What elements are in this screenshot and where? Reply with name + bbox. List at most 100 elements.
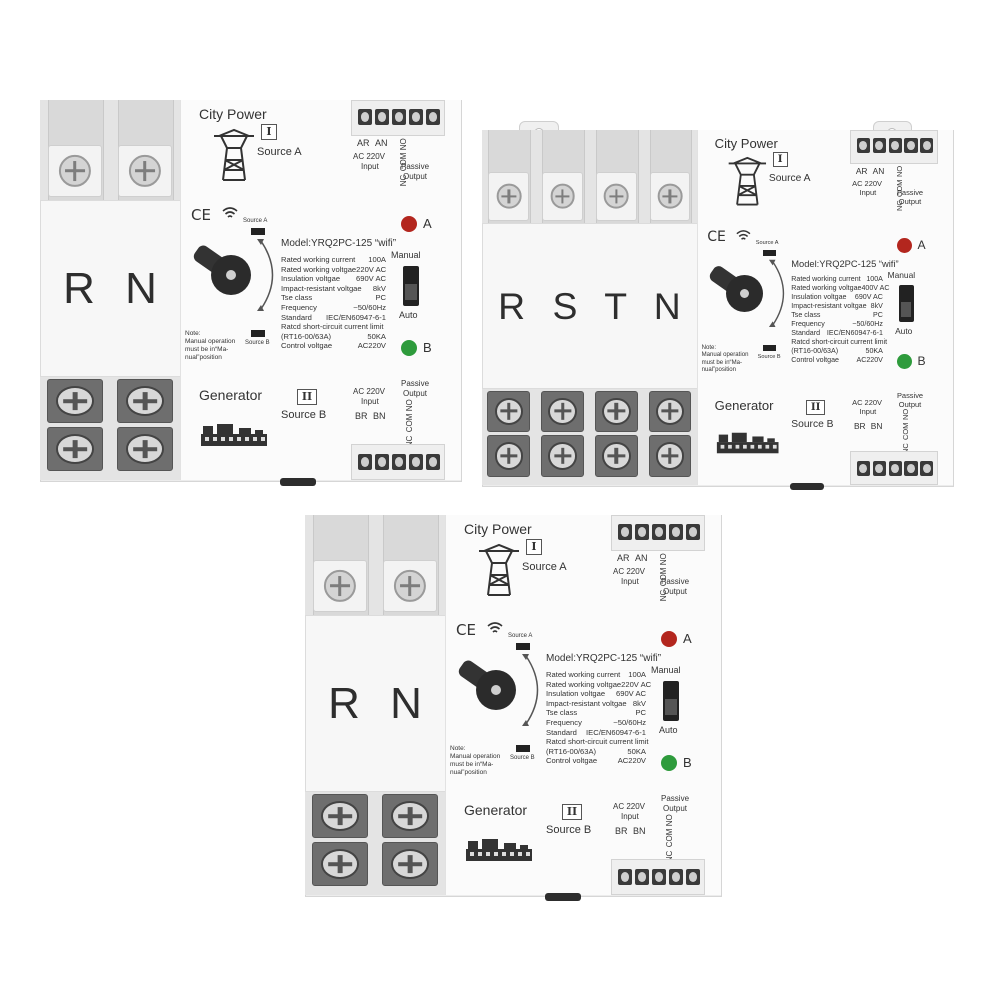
aux-terminal-screw[interactable] — [920, 460, 934, 476]
bottom-phase-screw[interactable] — [601, 397, 631, 425]
bottom-phase-screw[interactable] — [321, 849, 359, 879]
aux-terminal-screw[interactable] — [358, 454, 372, 470]
aux-terminal-screw[interactable] — [358, 109, 372, 125]
aux-terminal-screw[interactable] — [669, 524, 683, 540]
aux-terminal-screw[interactable] — [635, 524, 649, 540]
top-phase-screw[interactable] — [550, 183, 575, 209]
aux-terminal-screw[interactable] — [856, 460, 870, 476]
aux-screw-head — [377, 112, 387, 122]
indicator-source-b-label: Source B — [245, 340, 270, 346]
aux-terminal-screw[interactable] — [375, 454, 389, 470]
bottom-phase-screw[interactable] — [391, 801, 429, 831]
aux-terminal-screw[interactable] — [888, 138, 902, 154]
aux-screw-head — [394, 112, 404, 122]
aux-terminal-screw[interactable] — [652, 869, 666, 885]
aux-terminal-screw[interactable] — [426, 454, 440, 470]
manual-auto-toggle[interactable] — [898, 285, 914, 323]
top-phase-screw[interactable] — [58, 154, 92, 188]
top-phase-screw[interactable] — [657, 183, 683, 209]
indicator-source-a-label: Source A — [508, 633, 533, 639]
bottom-phase-screw[interactable] — [391, 849, 429, 879]
bottom-phase-screw[interactable] — [601, 442, 631, 470]
bottom-phase-screw[interactable] — [126, 434, 164, 464]
aux-terminal-screw[interactable] — [635, 869, 649, 885]
aux-terminal-screw[interactable] — [669, 869, 683, 885]
bottom-terminal-no: NO — [900, 409, 910, 421]
terminal-an: AN — [375, 138, 388, 148]
generator-icon — [201, 424, 267, 446]
aux-terminal-screw[interactable] — [888, 460, 902, 476]
aux-terminal-screw[interactable] — [856, 138, 870, 154]
top-phase-screw[interactable] — [128, 154, 162, 188]
led-b — [661, 755, 677, 771]
bottom-phase-screw[interactable] — [655, 397, 685, 425]
aux-screw-head — [620, 527, 630, 537]
selector-knob[interactable] — [191, 243, 261, 305]
bottom-phase-screw-housing — [648, 390, 692, 432]
terminal-ar: AR — [855, 165, 868, 176]
bottom-phase-screw[interactable] — [494, 442, 524, 470]
bottom-phase-screw[interactable] — [56, 434, 94, 464]
aux-screw-head — [875, 141, 884, 151]
output-label: Output — [898, 197, 922, 207]
aux-terminal-screw[interactable] — [872, 138, 886, 154]
aux-terminal-screw[interactable] — [920, 138, 934, 154]
toggle-lever[interactable] — [405, 284, 417, 300]
bottom-output-label: Output — [898, 399, 922, 409]
spec-row: Frequency~50/60Hz — [281, 303, 386, 313]
bottom-phase-screw[interactable] — [56, 386, 94, 416]
top-screw-housing — [595, 172, 637, 221]
aux-terminal-screw[interactable] — [409, 109, 423, 125]
bottom-phase-screw[interactable] — [655, 442, 685, 470]
aux-terminal-screw[interactable] — [409, 454, 423, 470]
bottom-phase-screw[interactable] — [321, 801, 359, 831]
toggle-lever[interactable] — [665, 699, 677, 715]
aux-terminal-screw[interactable] — [686, 869, 700, 885]
aux-terminal-screw[interactable] — [426, 109, 440, 125]
din-rail-clip — [280, 478, 316, 486]
bottom-phase-screw[interactable] — [494, 397, 524, 425]
selector-knob[interactable] — [456, 658, 526, 720]
spec-key: Impact-resistant voltgae — [791, 301, 867, 310]
aux-terminal-screw[interactable] — [392, 454, 406, 470]
input-label: Input — [361, 162, 379, 171]
aux-terminal-screw[interactable] — [652, 524, 666, 540]
aux-terminal-screw[interactable] — [686, 524, 700, 540]
toggle-lever[interactable] — [901, 301, 912, 317]
source-b-indicator — [516, 745, 530, 752]
aux-screw-head — [688, 527, 698, 537]
phase-front-panel: R N — [305, 615, 447, 792]
top-phase-screw[interactable] — [496, 183, 522, 209]
generator-label: Generator — [199, 387, 263, 403]
terminal-bn: BN — [373, 411, 386, 421]
bottom-terminal-no: NO — [405, 399, 414, 411]
rotation-arrows-icon — [522, 654, 539, 726]
bottom-phase-screw[interactable] — [548, 397, 577, 425]
bottom-phase-screw[interactable] — [548, 442, 577, 470]
aux-terminal-screw[interactable] — [392, 109, 406, 125]
aux-terminal-screw[interactable] — [904, 138, 918, 154]
bottom-phase-screw[interactable] — [126, 386, 164, 416]
manual-auto-toggle[interactable] — [403, 266, 419, 306]
spec-key: Rated working voltgae — [546, 679, 622, 689]
top-phase-screw[interactable] — [603, 183, 629, 209]
aux-terminal-screw[interactable] — [618, 869, 632, 885]
led-b-label: B — [917, 354, 926, 369]
spec-value: 400V AC — [861, 283, 890, 292]
top-phase-screw[interactable] — [393, 569, 427, 603]
aux-terminal-screw[interactable] — [872, 460, 886, 476]
note-line-3: nual”position — [450, 769, 487, 776]
auto-label: Auto — [895, 326, 913, 337]
aux-screw-head — [891, 141, 900, 151]
aux-terminal-screw[interactable] — [904, 460, 918, 476]
selector-knob[interactable] — [707, 263, 773, 321]
terminal-ar: AR — [617, 553, 630, 563]
aux-terminal-screw[interactable] — [375, 109, 389, 125]
manual-auto-toggle[interactable] — [663, 681, 679, 721]
generator-label: Generator — [464, 802, 528, 818]
manual-label: Manual — [391, 250, 421, 260]
top-phase-screw[interactable] — [323, 569, 357, 603]
aux-terminal-screw[interactable] — [618, 524, 632, 540]
